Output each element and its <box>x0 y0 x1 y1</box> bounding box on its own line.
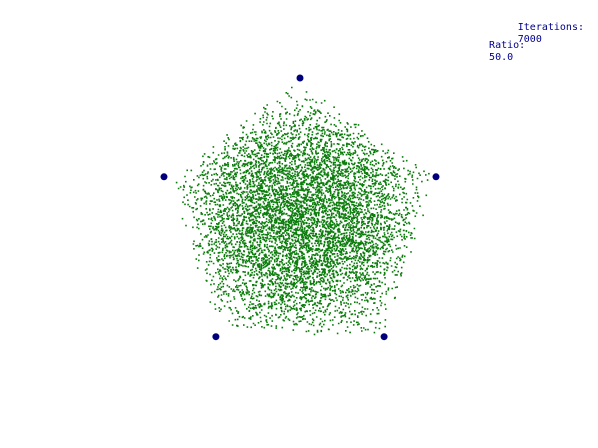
iterations-label: Iterations: <box>517 22 584 33</box>
ratio-label: Ratio: <box>489 40 526 51</box>
vertex-point <box>296 74 304 82</box>
vertex-point <box>432 173 440 181</box>
ratio-readout: Ratio: 50.0 <box>477 28 525 64</box>
polygon-vertices <box>160 74 440 341</box>
vertex-point <box>380 333 388 341</box>
iterations-readout: Iterations: 7000 <box>506 10 584 46</box>
iterations-value: 7000 <box>517 34 542 45</box>
vertex-point <box>160 173 168 181</box>
vertex-point <box>212 333 220 341</box>
ratio-value: 50.0 <box>489 52 514 63</box>
fractal-points <box>175 86 430 336</box>
fractal-point-cloud <box>175 86 430 336</box>
